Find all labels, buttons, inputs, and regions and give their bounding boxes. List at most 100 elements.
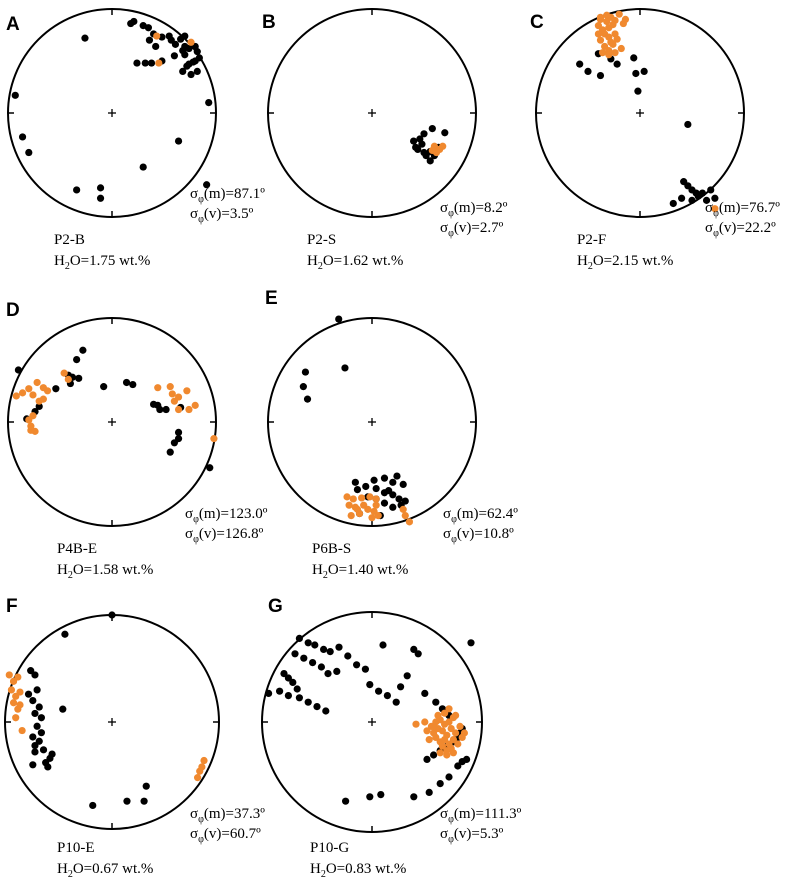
data-point-black [31,741,39,750]
data-point-orange [603,11,611,19]
data-point-orange [43,387,52,395]
data-point-orange [174,405,183,414]
sample-label: P4B-E [57,541,97,557]
data-point-orange [452,729,460,737]
data-point-orange [421,718,429,726]
data-point-black [35,402,43,410]
data-point-black [96,184,105,192]
data-point-black [171,40,180,48]
panel-letter: G [268,596,283,617]
water-content-label: H2O=1.62 wt.% [307,253,403,272]
data-point-orange [353,505,362,513]
data-point-black [48,750,56,758]
data-point-black [141,59,149,67]
data-point-orange [364,505,372,513]
water-content-label: H2O=1.75 wt.% [54,253,150,272]
water-content-label: H2O=2.15 wt.% [577,253,673,272]
data-point-black [309,659,317,667]
data-point-orange [153,32,161,40]
data-point-black [181,32,189,40]
data-point-orange [16,701,24,709]
data-point-black [29,761,37,769]
data-point-orange [425,736,433,744]
data-point-black [37,714,45,722]
data-point-black [195,54,203,62]
data-point-orange [200,756,208,765]
data-point-orange [443,751,451,759]
data-point-black [414,145,422,153]
sample-label: P10-G [310,840,349,856]
data-point-black [142,782,150,790]
data-point-orange [12,392,20,400]
data-point-orange [174,393,183,401]
data-point-black [322,707,330,715]
data-point-orange [343,493,351,501]
data-point-black [353,661,361,669]
data-point-black [423,755,431,764]
data-point-orange [33,378,41,387]
data-point-black [179,67,187,75]
data-point-orange [399,505,407,513]
sigma-m-label: σφ(m)=62.4º [443,506,518,525]
data-point-black [361,665,369,673]
sigma-v-label: σφ(v)=5.3º [440,826,504,845]
data-point-black [291,650,299,658]
data-point-black [24,690,33,698]
data-point-black [206,464,214,472]
data-point-black [276,687,284,695]
data-point-orange [196,767,204,775]
data-point-black [454,762,462,770]
data-point-black [428,125,436,133]
data-point-orange [345,501,353,509]
data-point-orange [405,518,414,526]
data-point-orange [18,726,26,735]
sigma-v-label: σφ(v)=2.7º [440,220,504,239]
data-point-black [370,476,378,484]
data-point-black [162,405,170,414]
data-point-orange [447,725,455,733]
data-point-black [203,181,211,189]
data-point-black [421,689,429,698]
data-point-orange [368,514,376,522]
data-point-black [185,44,193,53]
data-point-orange [452,711,460,720]
data-point-orange [155,59,163,67]
data-point-black [410,645,418,654]
data-point-black [397,683,405,691]
data-point-orange [596,13,605,21]
data-point-orange [31,427,39,435]
data-point-orange [594,30,603,38]
data-point-orange [605,51,613,59]
data-point-black [33,686,41,694]
data-point-orange [60,369,68,377]
data-point-black [181,51,189,59]
data-point-black [317,663,325,671]
data-point-black [108,611,116,619]
data-point-black [139,163,147,171]
data-point-black [640,67,648,75]
data-point-orange [27,422,35,430]
data-point-orange [194,774,202,782]
data-point-orange [436,749,444,757]
data-point-black [59,705,67,713]
sample-label: P10-E [57,840,95,856]
data-point-orange [187,38,195,46]
data-point-orange [25,416,33,424]
data-point-black [344,652,352,660]
data-point-orange [412,720,420,728]
data-point-black [333,667,341,676]
data-point-black [366,681,374,689]
sigma-v-label: σφ(v)=10.8º [443,526,514,545]
data-point-black [422,152,430,160]
water-content-label: H2O=0.83 wt.% [310,861,406,878]
data-point-orange [621,15,630,23]
data-point-black [341,364,349,372]
data-point-orange [609,21,617,29]
data-point-black [379,641,387,649]
data-point-orange [25,385,33,393]
data-point-black [299,383,307,391]
data-point-orange [611,49,619,57]
data-point-black [380,474,389,482]
